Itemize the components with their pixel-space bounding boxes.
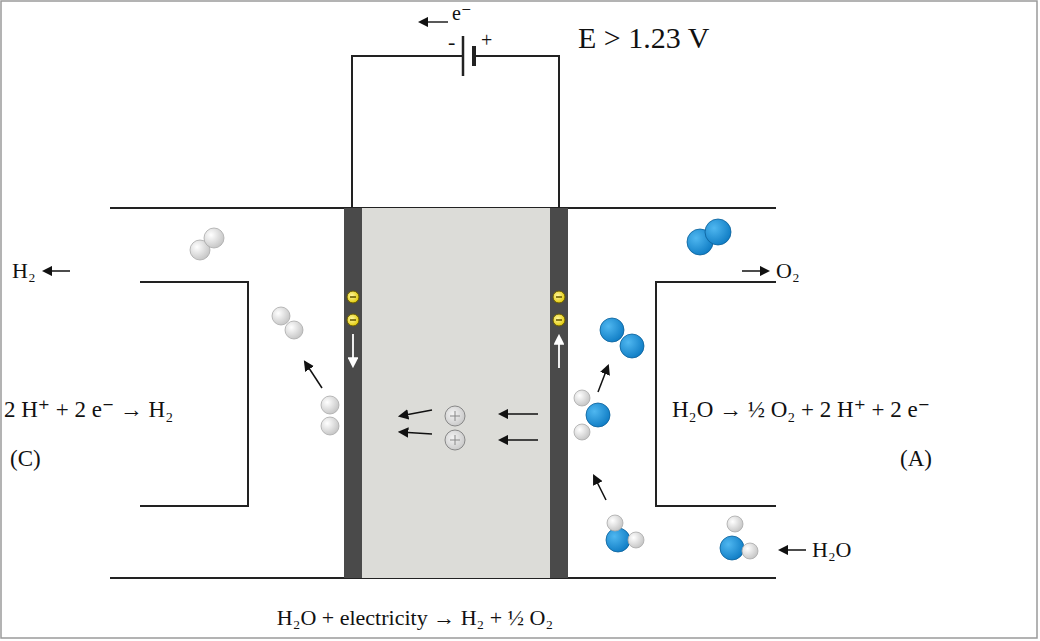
- reaction-arrow: [305, 362, 322, 388]
- half-reaction: H₂O → ½ O₂ + 2 H⁺ + 2 e⁻: [672, 398, 930, 422]
- electron-flow-arrow: [420, 21, 448, 23]
- electrode-label: (C): [10, 447, 41, 471]
- half-reaction: 2 H⁺ + 2 e⁻ → H₂: [4, 398, 173, 422]
- outlet-arrow: [742, 270, 768, 272]
- oxygen-molecule: [600, 219, 731, 358]
- terminal-sign: +: [481, 30, 492, 51]
- proton-arrow: [400, 410, 538, 440]
- hydrogen-molecule: [190, 228, 339, 435]
- voltage-label: E > 1.23 V: [578, 22, 709, 54]
- electron-arrow: [558, 336, 560, 368]
- electron-label: e⁻: [452, 3, 471, 24]
- circuit-wire: [352, 56, 559, 208]
- electron-symbol: [347, 291, 565, 326]
- proton-symbol: [445, 406, 465, 450]
- gas-outlet-label: H₂: [12, 259, 36, 282]
- battery-symbol: [463, 36, 474, 76]
- anode-electrode: [550, 208, 568, 578]
- inlet-arrow: [780, 549, 806, 551]
- electron-arrow: [352, 334, 354, 366]
- outlet-arrow: [44, 270, 70, 272]
- water-inlet-label: H₂O: [812, 538, 851, 561]
- electrode-label: (A): [900, 447, 932, 471]
- cathode-electrode: [344, 208, 362, 578]
- reaction-arrow: [594, 366, 608, 500]
- membrane: [362, 208, 550, 578]
- cell-housing: [110, 208, 776, 578]
- terminal-sign: -: [448, 30, 455, 53]
- overall-reaction: H₂O + electricity → H₂ + ½ O₂: [277, 606, 553, 629]
- gas-outlet-label: O₂: [776, 259, 800, 282]
